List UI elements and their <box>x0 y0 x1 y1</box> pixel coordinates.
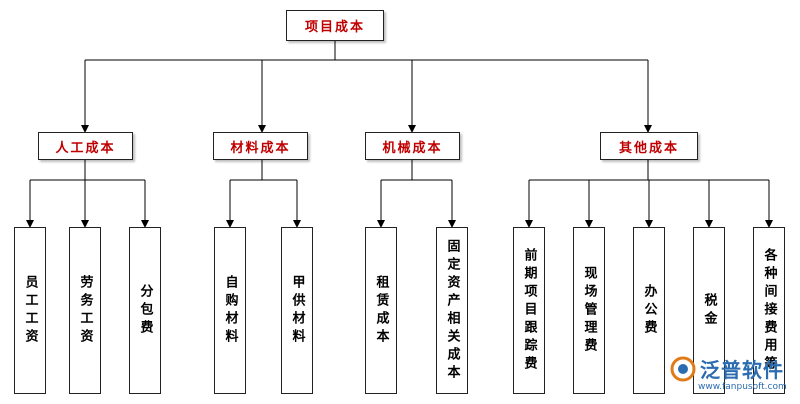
leaf-node-labor-service-wages: 劳务工资 <box>69 227 101 394</box>
leaf-node-taxes: 税金 <box>693 227 725 394</box>
leaf-node-rental-cost: 租赁成本 <box>365 227 397 394</box>
leaf-node-fixed-asset-cost: 固定资产相关成本 <box>436 227 468 394</box>
leaf-node-labor-staff-wages: 员工工资 <box>14 227 46 394</box>
leaf-node-site-management-fee: 现场管理费 <box>573 227 605 394</box>
leaf-node-indirect-costs: 各种间接费用等 <box>753 227 785 394</box>
category-node-other: 其他成本 <box>600 132 698 160</box>
watermark: 泛普软件 www.fanpusoft.com <box>668 352 796 400</box>
watermark-url: www.fanpusoft.com <box>698 382 787 392</box>
category-node-labor: 人工成本 <box>38 132 133 160</box>
fanpu-logo-icon <box>670 356 696 382</box>
leaf-node-owner-supplied-materials: 甲供材料 <box>281 227 313 394</box>
leaf-node-office-expense: 办公费 <box>633 227 665 394</box>
watermark-brand-name: 泛普软件 <box>700 358 784 382</box>
connector-lines <box>26 41 773 228</box>
leaf-node-subcontract-fee: 分包费 <box>129 227 161 394</box>
root-node: 项目成本 <box>286 10 384 41</box>
category-node-machinery: 机械成本 <box>365 132 460 160</box>
category-node-material: 材料成本 <box>213 132 308 160</box>
leaf-node-tracking-fee: 前期项目跟踪费 <box>513 227 545 394</box>
leaf-node-self-purchased-materials: 自购材料 <box>214 227 246 394</box>
